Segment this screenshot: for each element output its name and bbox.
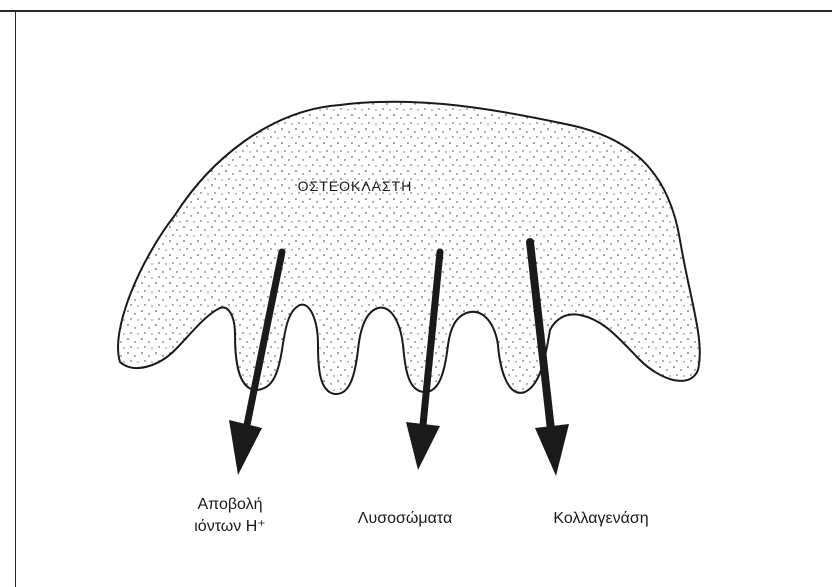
output-label-protons-line2: ιόντων H⁺ [150, 516, 310, 538]
output-label-lysosomes-line1: Λυσοσώματα [320, 508, 490, 530]
output-label-collagenase: Κολλαγενάση [516, 508, 686, 530]
cell-label: ΟΣΤΕΟΚΛΑΣΤΗ [270, 178, 440, 194]
osteoclast-cell [118, 102, 700, 394]
output-label-lysosomes: Λυσοσώματα [320, 508, 490, 530]
output-label-protons-line1: Αποβολή [150, 494, 310, 516]
output-label-collagenase-line1: Κολλαγενάση [516, 508, 686, 530]
output-label-protons: Αποβολή ιόντων H⁺ [150, 494, 310, 538]
